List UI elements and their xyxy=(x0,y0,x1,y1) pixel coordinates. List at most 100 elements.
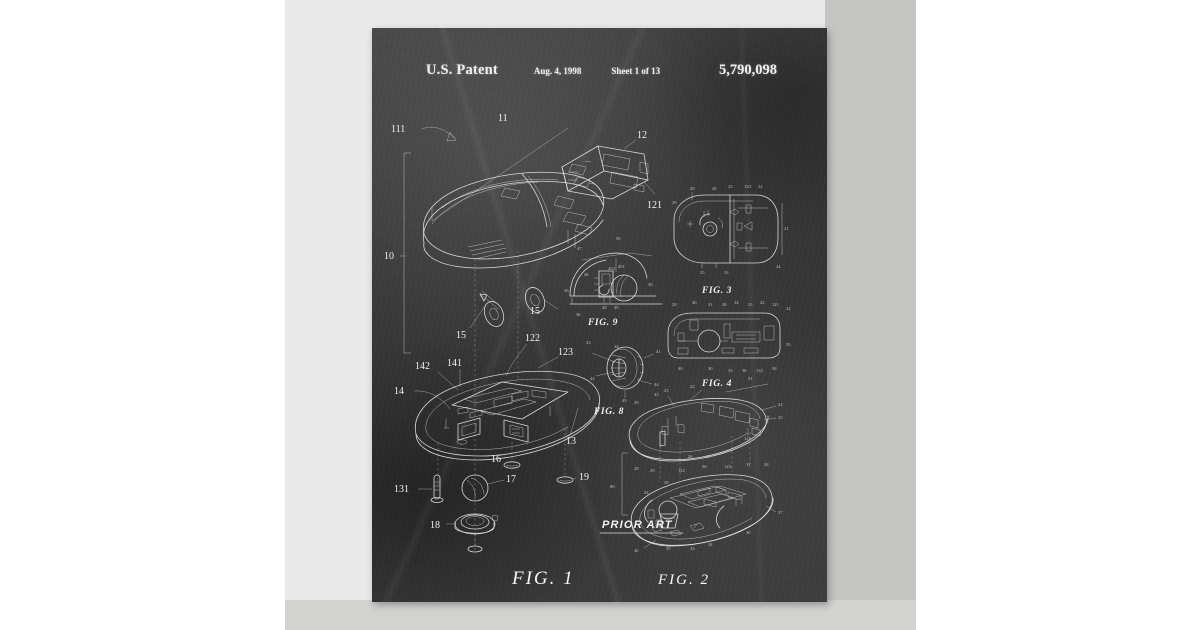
ref-num-fig2-34: 34 xyxy=(708,542,713,547)
ref-num-fig2-122: 122 xyxy=(678,468,686,473)
figure-2-label: FIG. 2 xyxy=(657,572,710,588)
ref-num-fig8-45: 45 xyxy=(622,398,627,403)
ref-num-fig2-31: 31 xyxy=(746,462,751,467)
ref-num-fig4-20: 20 xyxy=(692,300,697,305)
ref-num-10: 10 xyxy=(384,251,394,262)
ref-num-fig2-35: 35 xyxy=(666,546,671,551)
ref-num-fig2-26: 26 xyxy=(688,454,693,459)
ref-num-fig4-28: 28 xyxy=(722,302,727,307)
ref-num-fig2-123: 123 xyxy=(724,464,732,469)
ref-num-16: 16 xyxy=(491,454,501,465)
ref-num-fig4-132: 132 xyxy=(756,368,764,373)
ref-num-fig3-33: 33 xyxy=(724,270,729,275)
ref-num-fig2-28: 28 xyxy=(634,466,639,471)
ref-num-14: 14 xyxy=(394,386,404,397)
figure-9-label: FIG. 9 xyxy=(587,318,618,328)
patent-poster: U.S. Patent Aug. 4, 1998 Sheet 1 of 13 5… xyxy=(372,28,827,602)
ref-num-13: 13 xyxy=(566,436,576,447)
ref-num-12: 12 xyxy=(637,130,647,141)
ref-num-fig3-29: 29 xyxy=(672,200,677,205)
ref-num-fig4-33: 33 xyxy=(728,368,733,373)
ref-num-11: 11 xyxy=(498,113,508,124)
ref-num-19: 19 xyxy=(579,472,589,483)
ref-num-fig2-38: 38 xyxy=(764,462,769,467)
ref-num-fig2-22: 22 xyxy=(690,384,695,389)
ref-num-fig2-33: 33 xyxy=(690,546,695,551)
ref-num-fig2-24: 24 xyxy=(778,402,783,407)
ref-num-fig2-29b: 29 xyxy=(650,468,655,473)
ref-num-fig4-23: 23 xyxy=(748,302,753,307)
ref-num-123: 123 xyxy=(558,347,573,358)
ref-num-fig8-41: 41 xyxy=(656,349,661,354)
ref-num-fig2-30: 30 xyxy=(746,530,751,535)
mat-left-band xyxy=(285,0,375,630)
figure-8-label: FIG. 8 xyxy=(593,407,624,417)
ref-num-122: 122 xyxy=(525,333,540,344)
ref-num-fig3-24: 24 xyxy=(776,264,781,269)
figure-4-label: FIG. 4 xyxy=(701,379,732,389)
ref-num-fig4-35: 35 xyxy=(786,342,791,347)
ref-num-fig3-20: 20 xyxy=(690,186,695,191)
ref-num-fig3-21: 21 xyxy=(784,226,789,231)
fig1-switch-assembly xyxy=(561,145,649,200)
ref-num-fig2-121: 121 xyxy=(744,436,752,441)
figure-9-group: 47 50 452 451 46 30 36 48 49 36 FIG. 9 xyxy=(564,236,663,328)
ref-num-fig2-39: 39 xyxy=(664,480,669,485)
ref-num-fig9-451: 451 xyxy=(618,264,626,269)
figure-8-group: 23 34 41 44 42 43 45 FIG. 8 xyxy=(586,340,661,417)
figure-2-group: 22 23 21 24 25 29 121 26 27 28 29 1 xyxy=(610,376,783,588)
ref-num-fig9-36: 36 xyxy=(564,288,569,293)
ref-num-fig8-43: 43 xyxy=(654,392,659,397)
figure-1-label: FIG. 1 xyxy=(511,568,575,589)
mat-bottom-band xyxy=(285,600,916,630)
patent-office-title: U.S. Patent xyxy=(426,62,498,78)
ref-num-fig9-36b: 36 xyxy=(576,312,581,317)
ref-num-fig2-25: 25 xyxy=(778,415,783,420)
ref-num-fig9-46: 46 xyxy=(584,272,589,277)
ref-num-142: 142 xyxy=(415,361,430,372)
patent-number: 5,790,098 xyxy=(719,62,777,78)
ref-num-fig2-36: 36 xyxy=(702,464,707,469)
ref-num-fig9-47: 47 xyxy=(577,246,582,251)
ref-num-fig8-44: 44 xyxy=(654,382,659,387)
ref-num-fig3-23: 23 xyxy=(728,184,733,189)
fig1-rollers xyxy=(479,287,546,327)
patent-date: Aug. 4, 1998 xyxy=(533,66,582,76)
ref-num-111: 111 xyxy=(391,124,405,135)
ref-num-fig8-23: 23 xyxy=(586,340,591,345)
ref-num-fig9-452: 452 xyxy=(608,266,616,271)
ref-num-15-right: 15 xyxy=(530,306,540,317)
ref-num-15-left: 15 xyxy=(456,330,466,341)
fig1-base-chassis xyxy=(414,370,601,461)
fig1-small-parts: 131 17 16 xyxy=(394,454,589,553)
ref-num-fig4-34: 34 xyxy=(734,300,739,305)
ref-num-fig2-80: 80 xyxy=(610,484,615,489)
ref-num-fig9-30: 30 xyxy=(648,282,653,287)
figure-4-group: 29 20 31 28 34 23 22 121 24 35 40 30 33 … xyxy=(667,300,791,389)
ref-num-fig3-22: 22 xyxy=(758,184,763,189)
ref-num-141: 141 xyxy=(447,358,462,369)
ref-num-fig2-37: 37 xyxy=(778,510,783,515)
figure-3-group: 20 26 23 123 22 29 21 24 25 33 FIG. 3 xyxy=(672,184,789,296)
ref-num-131: 131 xyxy=(394,484,409,495)
ref-num-fig8-34: 34 xyxy=(614,344,619,349)
ref-num-fig4-36: 36 xyxy=(742,368,747,373)
ref-num-fig9-50: 50 xyxy=(616,236,621,241)
patent-drawing: 11 111 10 xyxy=(372,28,827,602)
ref-num-fig2-29a: 29 xyxy=(634,400,639,405)
ref-num-fig9-49: 49 xyxy=(614,305,619,310)
ref-num-fig4-40: 40 xyxy=(678,366,683,371)
ref-num-fig3-123: 123 xyxy=(744,184,752,189)
ref-num-fig8-42: 42 xyxy=(590,376,595,381)
ref-num-fig3-26: 26 xyxy=(712,186,717,191)
figure-3-label: FIG. 3 xyxy=(701,286,732,296)
ref-num-fig3-25: 25 xyxy=(700,270,705,275)
ref-num-fig2-40: 40 xyxy=(634,548,639,553)
ref-num-fig4-121: 121 xyxy=(772,302,780,307)
ref-num-fig2-27: 27 xyxy=(706,454,711,459)
patent-sheet: Sheet 1 of 13 xyxy=(611,66,661,76)
ref-num-fig4-30: 30 xyxy=(708,366,713,371)
ref-num-17: 17 xyxy=(506,474,516,485)
ref-num-fig4-31: 31 xyxy=(708,302,713,307)
